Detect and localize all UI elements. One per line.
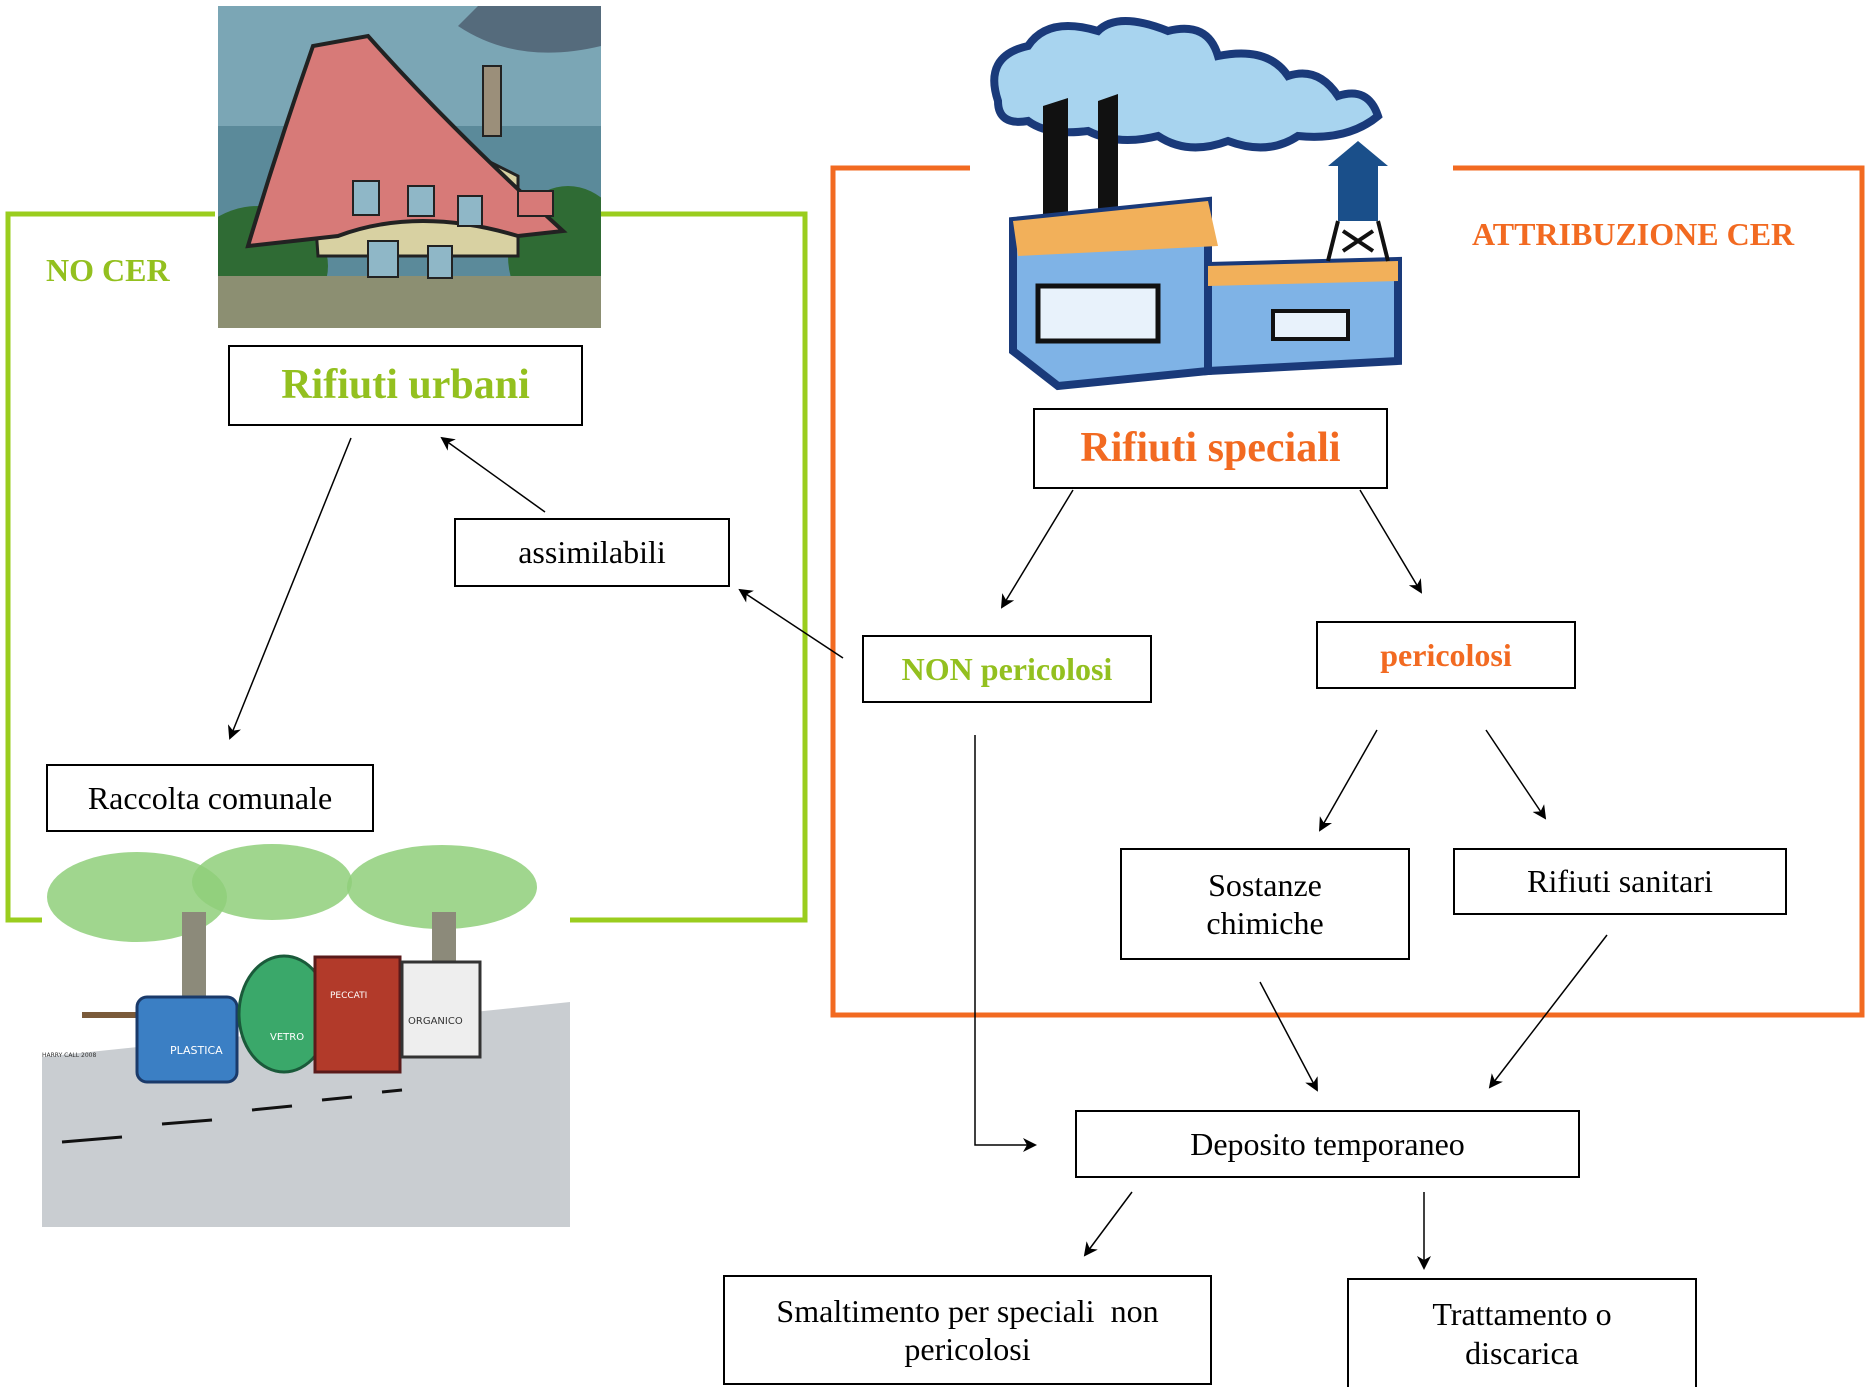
node-rifiuti-speciali: Rifiuti speciali [1033,408,1388,489]
node-trattamento: Trattamento o discarica [1347,1278,1697,1387]
node-raccolta-comunale: Raccolta comunale [46,764,374,832]
node-non-pericolosi: NON pericolosi [862,635,1152,703]
bin-label-plastica: PLASTICA [170,1044,223,1057]
node-smaltimento: Smaltimento per speciali non pericolosi [723,1275,1212,1385]
recycling-bins-illustration: PLASTICA VETRO PECCATI ORGANICO HARRY CA… [42,842,570,1227]
urban-region-frame [5,211,808,923]
special-region-frame [830,165,1865,1018]
arrow-nonpericolosi-to-deposito [974,735,1037,1152]
node-rifiuti-urbani: Rifiuti urbani [228,345,583,426]
smaltimento-line-1: Smaltimento per speciali non [776,1292,1159,1329]
node-rifiuti-sanitari: Rifiuti sanitari [1453,848,1787,915]
node-sostanze-chimiche: Sostanze chimiche [1120,848,1410,960]
trattamento-line-1: Trattamento o [1432,1296,1612,1333]
bin-label-organico: ORGANICO [408,1016,463,1027]
arrow-pericolosi-to-sanitari [1485,729,1547,820]
sostanze-line-2: chimiche [1206,905,1324,941]
arrow-speciali-to-nonpericolosi [1000,489,1074,609]
node-assimilabili: assimilabili [454,518,730,587]
artist-signature: HARRY CALL 2008 [42,1052,96,1059]
sostanze-line-1: Sostanze [1208,866,1322,903]
arrow-speciali-to-pericolosi [1359,489,1423,594]
arrow-nonpericolosi-to-assimilabili [738,588,844,659]
house-illustration [218,6,601,328]
factory-illustration [990,17,1402,391]
arrow-pericolosi-to-sostanze [1319,729,1378,832]
arrow-assimilabili-to-urbani [440,436,546,513]
arrow-deposito-to-smaltimento [1083,1191,1133,1257]
trattamento-line-2: discarica [1465,1334,1579,1371]
attribuzione-cer-label: ATTRIBUZIONE CER [1472,216,1795,252]
bin-label-vetro: VETRO [270,1032,304,1043]
bin-label-peccati: PECCATI [330,991,367,1001]
smaltimento-line-2: pericolosi [904,1331,1031,1367]
arrow-urbani-to-raccolta [227,437,352,740]
arrow-sanitari-to-deposito [1488,934,1608,1089]
node-pericolosi: pericolosi [1316,621,1576,689]
no-cer-label: NO CER [46,252,170,288]
arrow-sostanze-to-deposito [1259,981,1318,1092]
node-deposito-temporaneo: Deposito temporaneo [1075,1110,1580,1178]
